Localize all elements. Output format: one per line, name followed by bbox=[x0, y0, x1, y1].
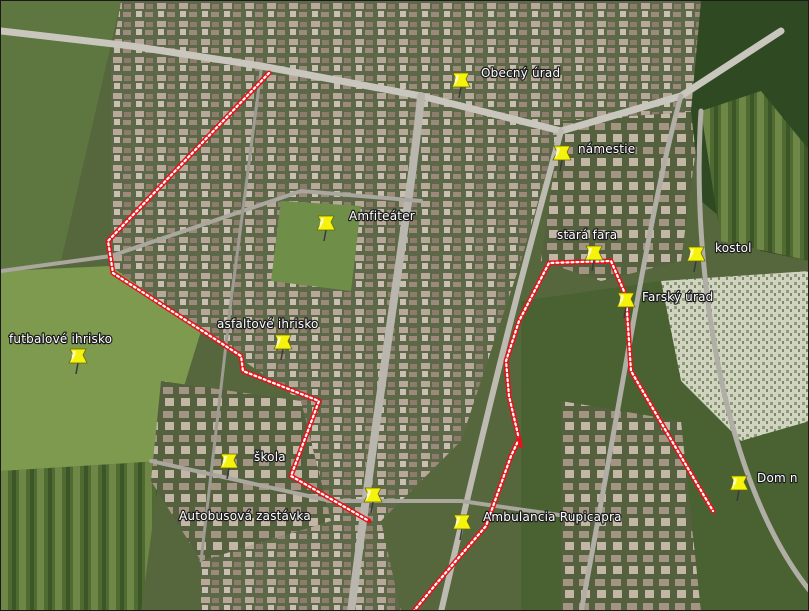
residential-west bbox=[111, 61, 421, 401]
residential-center bbox=[301, 91, 561, 521]
place-label: kostol bbox=[715, 241, 752, 255]
place-label: Autobusová zastávka bbox=[179, 509, 311, 523]
southeast-houses bbox=[561, 401, 701, 610]
place-label: Amfiteáter bbox=[349, 209, 415, 223]
residential-east bbox=[541, 111, 701, 281]
place-label: Farský úrad bbox=[642, 290, 714, 304]
place-marker-skola[interactable]: škola bbox=[219, 449, 287, 480]
place-label: námestie bbox=[578, 142, 635, 156]
place-marker-farsky-urad[interactable]: Farský úrad bbox=[616, 289, 715, 319]
pushpin-icon[interactable] bbox=[219, 453, 239, 480]
football-field bbox=[1, 266, 201, 471]
field-strips bbox=[1, 461, 161, 610]
place-marker-futbalove-ihrisko[interactable]: futbalové ihrisko bbox=[8, 331, 113, 375]
place-marker-kostol[interactable]: kostol bbox=[686, 240, 753, 273]
place-label: stará fara bbox=[557, 228, 617, 242]
pushpin-icon[interactable] bbox=[451, 72, 471, 99]
residential-north bbox=[111, 1, 808, 121]
place-marker-namestie[interactable]: námestie bbox=[552, 141, 636, 172]
pushpin-icon[interactable] bbox=[452, 514, 472, 541]
pushpin-icon[interactable] bbox=[729, 475, 749, 502]
pushpin-icon[interactable] bbox=[552, 145, 572, 172]
place-label: asfaltové ihrisko bbox=[217, 317, 319, 331]
place-marker-obecny-urad[interactable]: Obecný úrad bbox=[451, 65, 561, 99]
place-marker-ambulancia[interactable]: Ambulancia Rupicapra bbox=[452, 509, 623, 541]
pushpin-icon[interactable] bbox=[584, 245, 604, 272]
pushpin-icon[interactable] bbox=[68, 348, 88, 375]
field-area bbox=[1, 1, 121, 271]
hiking-route-east bbox=[411, 258, 716, 610]
cemetery bbox=[661, 271, 808, 441]
hiking-route-west bbox=[105, 70, 372, 524]
roads bbox=[1, 27, 808, 610]
place-label: Obecný úrad bbox=[481, 66, 560, 80]
place-label: Dom n bbox=[757, 471, 798, 485]
pushpin-icon[interactable] bbox=[316, 215, 336, 242]
residential-southwest bbox=[151, 381, 331, 561]
place-label: futbalové ihrisko bbox=[9, 332, 112, 346]
pushpin-icon[interactable] bbox=[273, 334, 293, 361]
place-marker-amfiteater[interactable]: Amfiteáter bbox=[316, 208, 416, 242]
place-marker-autobusova-zastavka[interactable]: Autobusová zastávka bbox=[178, 487, 383, 524]
place-marker-asfaltove-ihrisko[interactable]: asfaltové ihrisko bbox=[216, 316, 320, 361]
place-marker-dom[interactable]: Dom n bbox=[729, 470, 799, 502]
place-label: Ambulancia Rupicapra bbox=[483, 510, 622, 524]
pushpin-icon[interactable] bbox=[616, 292, 636, 319]
amphitheater-green bbox=[271, 201, 361, 291]
east-fields bbox=[701, 91, 808, 261]
place-marker-stara-fara[interactable]: stará fara bbox=[556, 227, 618, 272]
pushpin-icon[interactable] bbox=[363, 487, 383, 514]
place-label: škola bbox=[254, 450, 286, 464]
pushpin-icon[interactable] bbox=[686, 246, 706, 273]
